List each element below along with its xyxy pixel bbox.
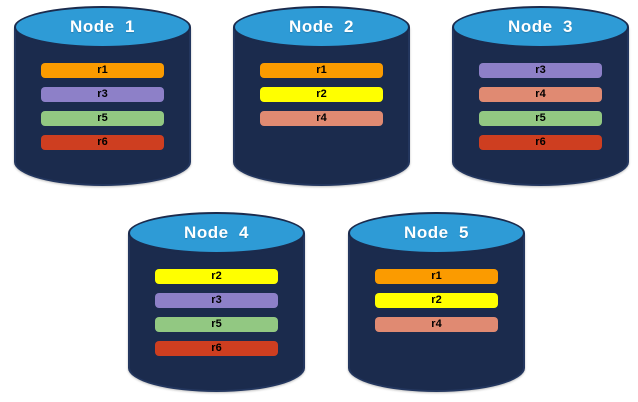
node-label: Node 1 bbox=[70, 17, 135, 36]
record-bar[interactable]: r5 bbox=[155, 317, 278, 332]
node-2[interactable]: Node 2 r1 r2 r4 bbox=[233, 6, 410, 186]
database-cylinder-icon: Node 4 bbox=[128, 212, 305, 392]
record-bar[interactable]: r6 bbox=[155, 341, 278, 356]
node-5[interactable]: Node 5 r1 r2 r4 bbox=[348, 212, 525, 392]
record-bar[interactable]: r5 bbox=[41, 111, 164, 126]
node-1[interactable]: Node 1 r1 r3 r5 r6 bbox=[14, 6, 191, 186]
cylinder-top-disc bbox=[233, 6, 410, 48]
node-label: Node 4 bbox=[184, 223, 249, 242]
record-bar[interactable]: r6 bbox=[41, 135, 164, 150]
cylinder-body bbox=[128, 233, 305, 392]
record-bar[interactable]: r1 bbox=[260, 63, 383, 78]
database-cylinder-icon: Node 2 bbox=[233, 6, 410, 186]
node-3[interactable]: Node 3 r3 r4 r5 r6 bbox=[452, 6, 629, 186]
record-bar[interactable]: r2 bbox=[155, 269, 278, 284]
record-bar[interactable]: r2 bbox=[260, 87, 383, 102]
node-label: Node 3 bbox=[508, 17, 573, 36]
record-bar[interactable]: r5 bbox=[479, 111, 602, 126]
record-bar[interactable]: r4 bbox=[260, 111, 383, 126]
record-bar[interactable]: r4 bbox=[375, 317, 498, 332]
node-label: Node 5 bbox=[404, 223, 469, 242]
record-bar[interactable]: r6 bbox=[479, 135, 602, 150]
database-cylinder-icon: Node 5 bbox=[348, 212, 525, 392]
record-bar[interactable]: r3 bbox=[479, 63, 602, 78]
database-cylinder-icon: Node 1 bbox=[14, 6, 191, 186]
cylinder-top-disc bbox=[348, 212, 525, 254]
cylinder-body bbox=[348, 233, 525, 392]
cylinder-top-disc bbox=[14, 6, 191, 48]
cylinder-top-disc bbox=[452, 6, 629, 48]
record-list: r1 r2 r4 bbox=[233, 63, 410, 126]
record-bar[interactable]: r3 bbox=[41, 87, 164, 102]
record-bar[interactable]: r1 bbox=[41, 63, 164, 78]
record-list: r2 r3 r5 r6 bbox=[128, 269, 305, 356]
cylinder-top-disc bbox=[128, 212, 305, 254]
node-4[interactable]: Node 4 r2 r3 r5 r6 bbox=[128, 212, 305, 392]
record-bar[interactable]: r2 bbox=[375, 293, 498, 308]
record-list: r3 r4 r5 r6 bbox=[452, 63, 629, 150]
record-list: r1 r3 r5 r6 bbox=[14, 63, 191, 150]
database-cylinder-icon: Node 3 bbox=[452, 6, 629, 186]
record-list: r1 r2 r4 bbox=[348, 269, 525, 332]
record-bar[interactable]: r3 bbox=[155, 293, 278, 308]
record-bar[interactable]: r4 bbox=[479, 87, 602, 102]
node-label: Node 2 bbox=[289, 17, 354, 36]
record-bar[interactable]: r1 bbox=[375, 269, 498, 284]
